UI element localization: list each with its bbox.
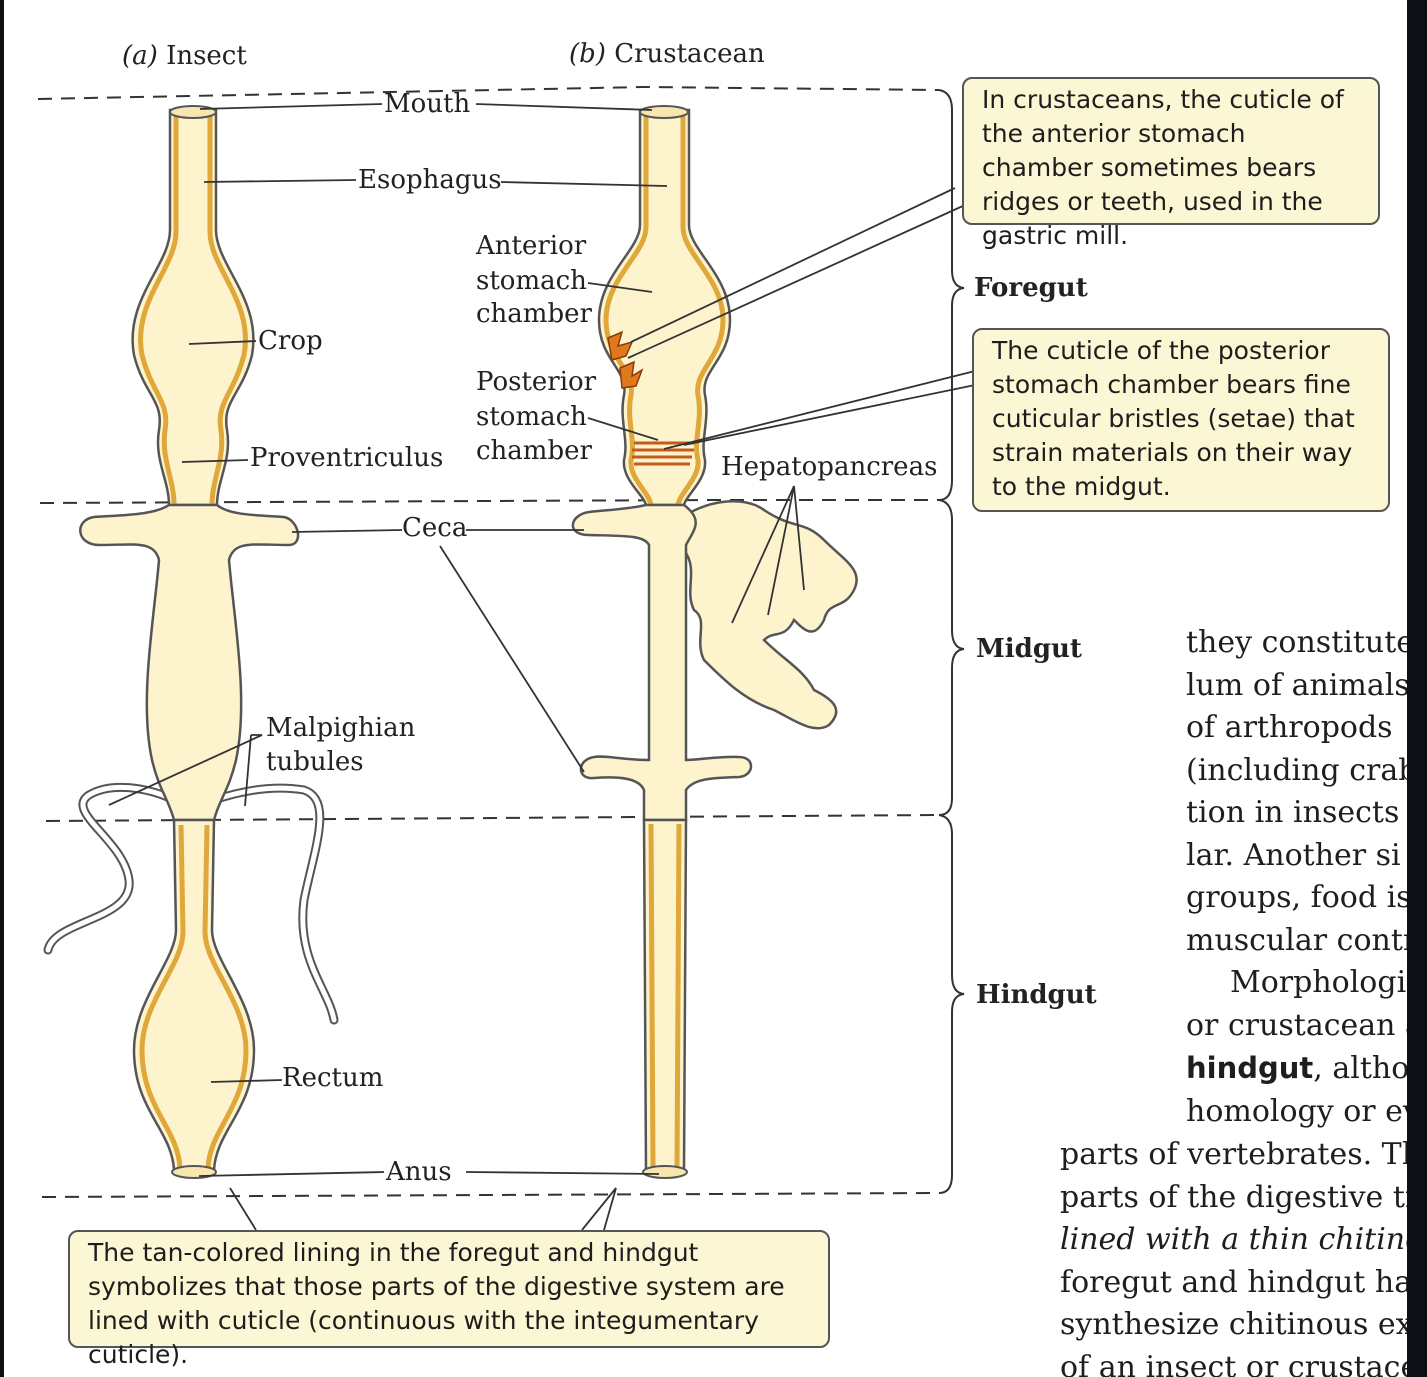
insect-gut xyxy=(48,106,334,1178)
body-line: (including crab xyxy=(1186,750,1407,793)
region-midgut: Midgut xyxy=(976,634,1082,664)
divider-top xyxy=(38,87,939,99)
label-proventriculus: Proventriculus xyxy=(250,443,443,473)
brace-midgut xyxy=(939,500,964,815)
body-line: or crustacean a xyxy=(1186,1005,1407,1048)
label-esophagus: Esophagus xyxy=(358,165,502,195)
brace-foregut xyxy=(939,90,964,500)
panel-b-title: (b) Crustacean xyxy=(569,39,765,69)
body-line: lar. Another si xyxy=(1186,835,1407,878)
label-ceca: Ceca xyxy=(402,513,467,543)
label-anterior-stomach-3: chamber xyxy=(476,299,592,329)
body-bold-hindgut: hindgut xyxy=(1186,1051,1313,1085)
body-line: parts of vertebrates. The f xyxy=(1060,1134,1407,1177)
callout-setae: The cuticle of the posterior stomach cha… xyxy=(972,328,1390,512)
label-anterior-stomach-2: stomach xyxy=(476,266,587,296)
crustacean-foregut xyxy=(599,110,730,505)
label-malpighian-2: tubules xyxy=(266,747,364,777)
body-line: Morphologis xyxy=(1186,962,1407,1005)
label-hepatopancreas: Hepatopancreas xyxy=(721,452,937,482)
body-line: lined with a thin chitino xyxy=(1060,1219,1407,1262)
body-line: foregut and hindgut have xyxy=(1060,1262,1407,1305)
body-line: groups, food is xyxy=(1186,877,1407,920)
panel-a-title: (a) Insect xyxy=(122,41,247,71)
callout-gastric-mill: In crustaceans, the cuticle of the anter… xyxy=(962,77,1380,225)
crustacean-gut xyxy=(573,106,857,1178)
body-text-lower: parts of vertebrates. The f parts of the… xyxy=(1060,1134,1407,1377)
label-malpighian-1: Malpighian xyxy=(266,713,416,743)
label-crop: Crop xyxy=(258,326,323,356)
figure-page: (a) Insect (b) Crustacean Mouth Esophagu… xyxy=(4,0,1407,1377)
divider-bottom xyxy=(42,1193,939,1197)
label-anterior-stomach-1: Anterior xyxy=(475,231,587,261)
insect-foregut xyxy=(133,110,254,505)
body-line-rest: , althou xyxy=(1313,1051,1407,1086)
callout-setae-text: The cuticle of the posterior stomach cha… xyxy=(992,336,1355,501)
region-braces xyxy=(939,90,964,1193)
label-anus: Anus xyxy=(385,1157,452,1187)
label-mouth: Mouth xyxy=(384,89,470,119)
body-text-upper: they constitute lum of animals of arthro… xyxy=(1186,622,1407,1132)
body-line: hindgut, althou xyxy=(1186,1047,1407,1091)
body-line: they constitute xyxy=(1186,622,1407,665)
insect-hindgut xyxy=(134,820,254,1170)
label-posterior-stomach-2: stomach xyxy=(476,402,587,432)
body-line: of arthropods xyxy=(1186,707,1407,750)
body-line: lum of animals xyxy=(1186,665,1407,708)
label-posterior-stomach-1: Posterior xyxy=(476,367,597,397)
body-line: tion in insects a xyxy=(1186,792,1407,835)
label-rectum: Rectum xyxy=(282,1063,383,1093)
callout-cuticle-lining: The tan-colored lining in the foregut an… xyxy=(68,1230,830,1348)
label-posterior-stomach-3: chamber xyxy=(476,436,592,466)
body-line: of an insect or crustacean xyxy=(1060,1347,1407,1377)
brace-hindgut xyxy=(939,815,964,1193)
region-foregut: Foregut xyxy=(974,273,1088,303)
body-line: parts of the digestive trac xyxy=(1060,1177,1407,1220)
region-hindgut: Hindgut xyxy=(976,980,1097,1010)
body-line: muscular contr xyxy=(1186,920,1407,963)
body-line: synthesize chitinous exos xyxy=(1060,1304,1407,1347)
body-line: homology or ev xyxy=(1186,1091,1407,1133)
